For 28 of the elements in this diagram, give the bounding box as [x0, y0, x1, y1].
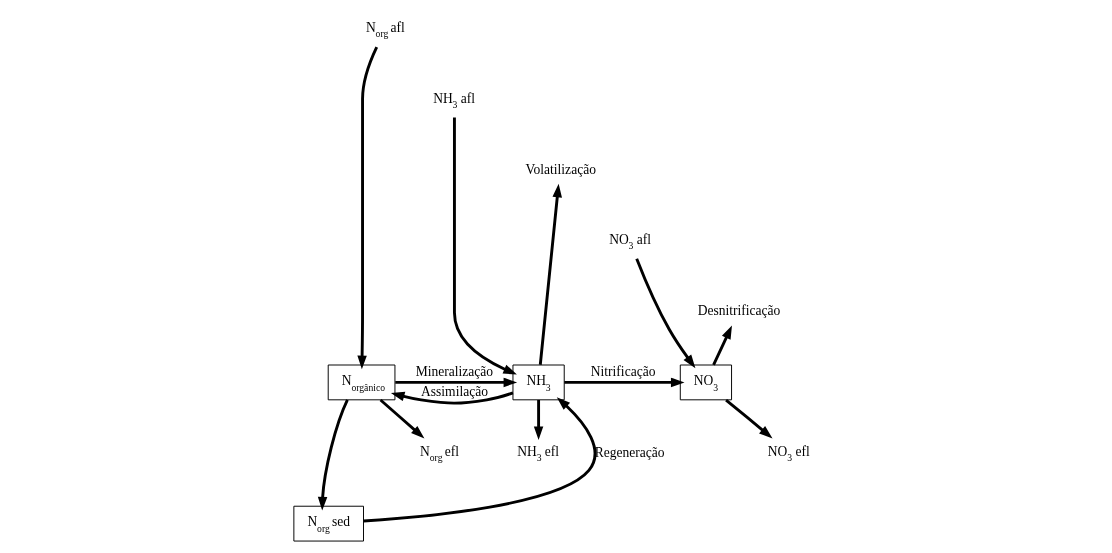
- arrow: [317, 399, 349, 511]
- node-text: NO$_{3}$ efl: [767, 443, 810, 464]
- arrow: [453, 117, 517, 375]
- arrow: [712, 325, 732, 366]
- arrow: [635, 258, 696, 369]
- arrow: [564, 377, 685, 388]
- node-text: N$_{org}$ afl: [365, 19, 405, 40]
- node-box: NO$_{3}$: [679, 364, 733, 401]
- edge-label: Nitrificação: [590, 363, 656, 379]
- node-box: N$_{orgânico}$: [327, 364, 396, 401]
- node-text: NO$_{3}$ afl: [609, 231, 652, 252]
- arrow: [357, 46, 379, 370]
- node-text: Desnitrificação: [697, 303, 781, 319]
- arrow: [390, 391, 514, 405]
- node-text: NH$_{3}$ afl: [433, 90, 475, 111]
- arrow: [725, 398, 773, 439]
- arrow: [533, 400, 544, 440]
- arrow: [538, 183, 562, 365]
- arrow: [379, 398, 425, 439]
- node-text: Volatilização: [525, 162, 596, 178]
- arrow: [395, 377, 518, 388]
- node-box: N$_{org}$ sed: [293, 505, 364, 542]
- node-text: N$_{org}$ efl: [420, 443, 460, 464]
- arrow: [363, 397, 597, 523]
- node-box: NH$_{3}$: [512, 364, 565, 401]
- node-text: NH$_{3}$ efl: [517, 443, 560, 464]
- edge-label: Mineralização: [415, 363, 494, 379]
- edge-label: Assimilação: [421, 384, 488, 400]
